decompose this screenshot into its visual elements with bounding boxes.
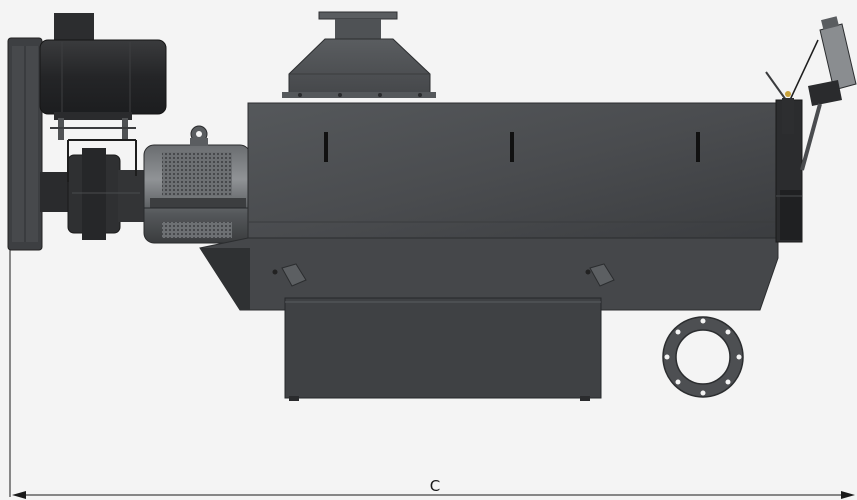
drive-end-plate bbox=[7, 37, 43, 251]
pneumatic-actuator bbox=[765, 16, 857, 171]
inlet-hopper bbox=[282, 11, 436, 98]
discharge-end bbox=[775, 99, 803, 243]
drive-motor bbox=[39, 13, 167, 140]
main-housing bbox=[199, 102, 779, 311]
gear-reducer bbox=[40, 139, 146, 240]
dimension-line-c: C bbox=[12, 477, 855, 499]
filtrate-tray bbox=[284, 297, 602, 401]
outlet-flange bbox=[662, 316, 744, 398]
dimension-label-c: C bbox=[430, 477, 440, 495]
screen-cylinder bbox=[143, 125, 251, 244]
